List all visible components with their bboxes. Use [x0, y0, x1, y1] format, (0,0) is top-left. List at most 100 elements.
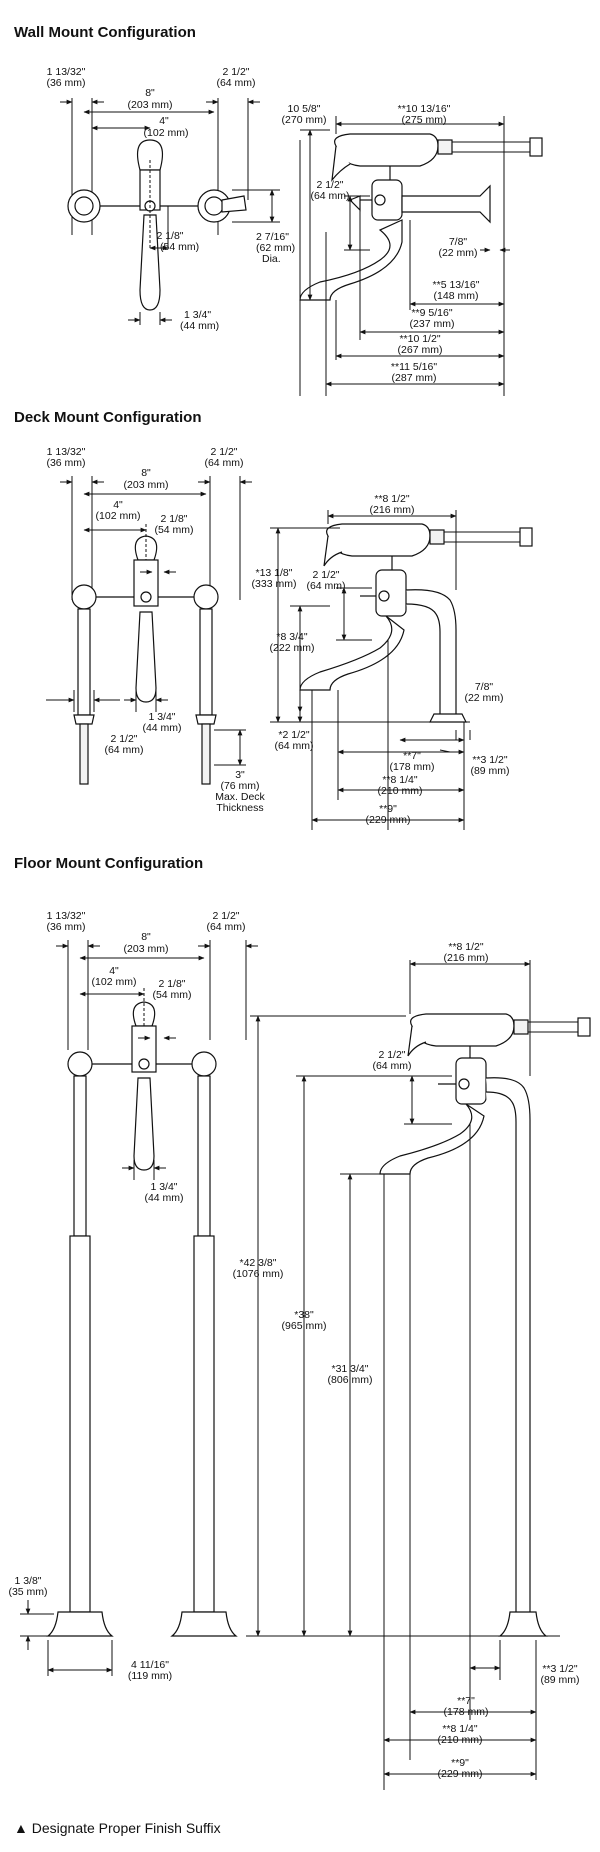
dim-label: (806 mm): [328, 1374, 373, 1386]
deck-mount-heading: Deck Mount Configuration: [14, 409, 202, 426]
dim-label: **9": [451, 1757, 469, 1769]
dim-label: 2 1/2": [212, 910, 239, 922]
dim-label: (64 mm): [206, 921, 245, 933]
dim-label: 2 1/2": [110, 733, 137, 745]
dim-label: (203 mm): [128, 99, 173, 111]
dim-label: 4": [159, 115, 169, 127]
dim-label: 2 1/2": [210, 446, 237, 458]
dim-label: (54 mm): [160, 241, 199, 253]
dim-label: (148 mm): [434, 290, 479, 302]
dim-label: (89 mm): [540, 1674, 579, 1686]
dim-label: (216 mm): [370, 504, 415, 516]
floor-mount-heading: Floor Mount Configuration: [14, 855, 204, 872]
dim-label: Dia.: [262, 253, 281, 265]
dim-label: 2 1/8": [160, 513, 187, 525]
dim-label: (102 mm): [144, 127, 189, 139]
dim-label: (22 mm): [438, 247, 477, 259]
dim-label: (62 mm): [256, 242, 295, 254]
dim-label: (36 mm): [46, 457, 85, 469]
triangle-icon: ▲: [14, 1820, 28, 1836]
dim-label: (64 mm): [306, 580, 345, 592]
dim-label: 7/8": [449, 236, 468, 248]
dim-label: (44 mm): [180, 320, 219, 332]
dim-label: (35 mm): [8, 1586, 47, 1598]
dim-label: 4 11/16": [131, 1659, 169, 1671]
dim-label: (267 mm): [398, 344, 443, 356]
dim-label: (44 mm): [144, 1192, 183, 1204]
dim-label: **3 1/2": [472, 754, 508, 766]
dim-label: (965 mm): [282, 1320, 327, 1332]
dim-label: (54 mm): [152, 989, 191, 1001]
dim-label: Thickness: [216, 802, 263, 814]
dim-label: (89 mm): [470, 765, 509, 777]
dim-label: (76 mm): [220, 780, 259, 792]
dim-label: (229 mm): [366, 814, 411, 826]
wall-side-view: [299, 116, 543, 396]
dim-label: (203 mm): [124, 943, 169, 955]
dim-label: 1 3/4": [150, 1181, 177, 1193]
dim-label: (210 mm): [438, 1734, 483, 1746]
dim-label: 1 3/8": [14, 1575, 41, 1587]
dim-label: 7/8": [475, 681, 494, 693]
dim-label: 1 13/32": [47, 446, 86, 458]
dim-label: (229 mm): [438, 1768, 483, 1780]
dim-label: **8 1/4": [382, 774, 418, 786]
dim-label: 4": [113, 499, 123, 511]
dim-label: 2 7/16": [256, 231, 289, 243]
dim-label: 2 1/2": [312, 569, 339, 581]
dim-label: **9 5/16": [411, 307, 452, 319]
footer-text: Designate Proper Finish Suffix: [31, 1820, 221, 1836]
dim-label: **10 13/16": [398, 103, 451, 115]
dim-label: **8 1/4": [442, 1723, 478, 1735]
wall-mount-heading: Wall Mount Configuration: [14, 24, 196, 41]
dim-label: (102 mm): [92, 976, 137, 988]
dim-label: **11 5/16": [391, 361, 437, 373]
dim-label: 1 13/32": [47, 66, 86, 78]
dim-label: **7": [457, 1695, 475, 1707]
dim-label: (287 mm): [392, 372, 437, 384]
dim-label: **8 1/2": [448, 941, 484, 953]
wall-front-view: [60, 98, 280, 325]
dim-label: Max. Deck: [215, 791, 265, 803]
deck-front-view: [46, 476, 252, 785]
dim-label: **5 13/16": [433, 279, 480, 291]
dim-label: (203 mm): [124, 479, 169, 491]
dim-label: 2 1/8": [158, 978, 185, 990]
dim-label: 3": [235, 769, 245, 781]
dim-label: 1 3/4": [184, 309, 211, 321]
finish-suffix-note: ▲ Designate Proper Finish Suffix: [14, 1820, 221, 1836]
dim-label: (64 mm): [104, 744, 143, 756]
dim-label: (64 mm): [204, 457, 243, 469]
floor-front-view: [20, 940, 258, 1676]
dim-label: (333 mm): [252, 578, 297, 590]
dim-label: *31 3/4": [331, 1363, 368, 1375]
dim-label: (216 mm): [444, 952, 489, 964]
dim-label: (44 mm): [142, 722, 181, 734]
dim-label: *8 3/4": [276, 631, 307, 643]
dim-label: **8 1/2": [374, 493, 410, 505]
dim-label: (275 mm): [402, 114, 447, 126]
dim-label: 1 13/32": [47, 910, 86, 922]
dim-label: (1076 mm): [233, 1268, 284, 1280]
dim-label: 10 5/8": [288, 103, 321, 115]
dim-label: (64 mm): [310, 190, 349, 202]
dim-label: *13 1/8": [255, 567, 292, 579]
dim-label: (64 mm): [274, 740, 313, 752]
dim-label: (36 mm): [46, 921, 85, 933]
dim-label: *38": [294, 1309, 314, 1321]
deck-side-view: [270, 510, 533, 830]
dim-label: 8": [141, 467, 151, 479]
dim-label: 2 1/2": [222, 66, 249, 78]
dim-label: (237 mm): [410, 318, 455, 330]
dim-label: (64 mm): [372, 1060, 411, 1072]
dim-label: (210 mm): [378, 785, 423, 797]
dim-label: (222 mm): [270, 642, 315, 654]
dim-label: 2 1/2": [378, 1049, 405, 1061]
dim-label: *42 3/8": [239, 1257, 276, 1269]
dim-label: 8": [145, 87, 155, 99]
dim-label: **10 1/2": [399, 333, 440, 345]
dim-label: 1 3/4": [148, 711, 175, 723]
dim-label: 4": [109, 965, 119, 977]
dim-label: 8": [141, 931, 151, 943]
